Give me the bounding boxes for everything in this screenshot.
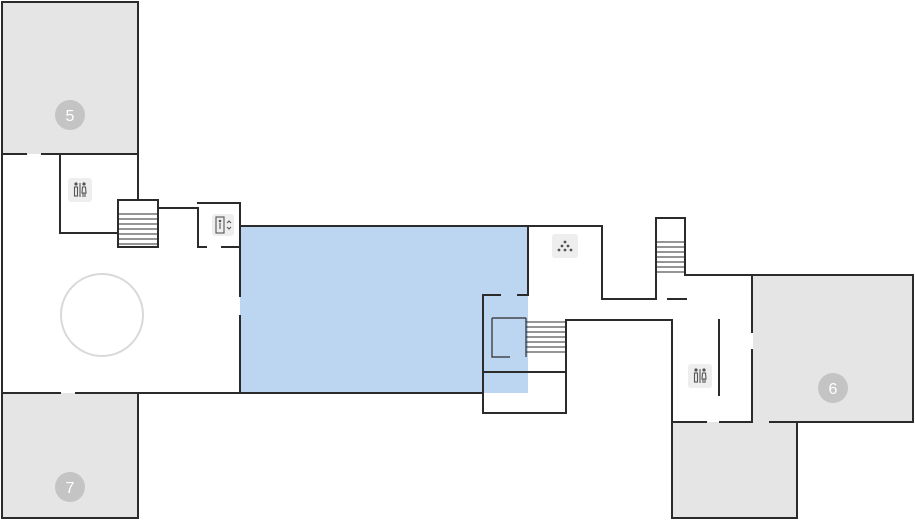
gallery-5-badge[interactable]: 5 (55, 100, 85, 130)
stair-center (525, 318, 565, 357)
lower-right-room[interactable] (672, 422, 797, 518)
gallery-5-number: 5 (66, 108, 75, 125)
gallery-6-number: 6 (829, 381, 838, 398)
stair-left (119, 213, 157, 245)
gallery-5-area[interactable] (2, 2, 138, 154)
stair-right (657, 241, 684, 273)
gallery-7-number: 7 (66, 480, 75, 497)
restroom-icon[interactable] (688, 364, 712, 388)
rotunda-circle (60, 273, 144, 357)
gallery-6-badge[interactable]: 6 (818, 373, 848, 403)
restroom-icon[interactable] (68, 178, 92, 202)
gallery-7-badge[interactable]: 7 (55, 472, 85, 502)
info-icon[interactable] (552, 234, 578, 258)
central-hall[interactable] (240, 226, 528, 393)
elevator-icon[interactable] (212, 214, 234, 236)
inner-stair-frame (491, 317, 526, 358)
